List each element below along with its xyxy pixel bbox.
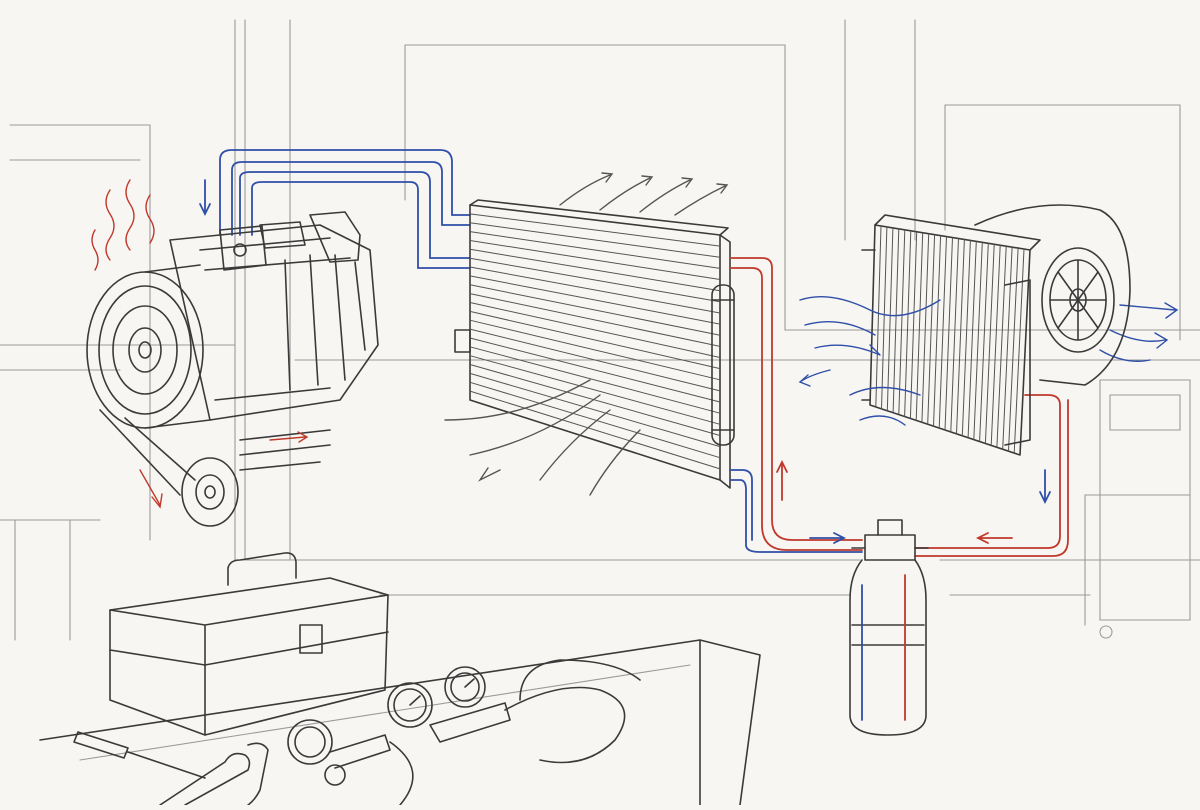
- evaporator-fin: [892, 228, 900, 413]
- evaporator-fin: [979, 243, 989, 442]
- evaporator-fin: [984, 244, 995, 444]
- wrench-icon: [159, 742, 269, 806]
- condenser-fin: [469, 213, 721, 247]
- condenser-fin: [469, 364, 721, 436]
- condenser-fin: [469, 355, 721, 425]
- evaporator-fin: [921, 233, 930, 423]
- liquid-lines: [729, 257, 1069, 557]
- condenser-fin: [469, 248, 721, 292]
- manifold-gauge-icon: [287, 659, 641, 806]
- condenser-fin: [469, 231, 721, 269]
- blower-fan-icon: [974, 204, 1131, 386]
- evaporator-fin: [933, 235, 942, 427]
- condenser-fin: [469, 390, 721, 470]
- receiver-drier-icon: [711, 284, 735, 446]
- evaporator-fin: [950, 238, 959, 432]
- evaporator-fin: [909, 231, 918, 419]
- condenser-fin: [469, 293, 721, 347]
- evaporator-fin: [1013, 248, 1025, 454]
- toolbox-icon: [109, 552, 389, 736]
- condenser-fin: [469, 381, 721, 459]
- evaporator-fin: [961, 240, 971, 436]
- workbench: [39, 639, 761, 806]
- evaporator-fin: [875, 225, 882, 407]
- evaporator-fin: [967, 241, 977, 438]
- condenser-fin: [469, 302, 721, 358]
- condenser-fin: [469, 284, 721, 336]
- evaporator-fin: [898, 229, 906, 415]
- evaporator-fin: [1002, 247, 1013, 450]
- accumulator-icon: [849, 519, 929, 736]
- condenser-fin: [469, 310, 721, 370]
- evaporator-fin: [944, 237, 953, 431]
- condenser-airflow: [444, 172, 729, 496]
- evaporator-icon: [861, 214, 1041, 456]
- evaporator-fin: [973, 242, 983, 440]
- evaporator-fin: [881, 226, 888, 409]
- evaporator-fin: [915, 232, 924, 421]
- evaporator-airflow: [798, 295, 1179, 426]
- condenser-fin: [469, 257, 721, 303]
- evaporator-fin: [996, 246, 1007, 448]
- evaporator-fin: [1008, 248, 1019, 452]
- evaporator-fin: [927, 234, 936, 425]
- condenser-icon: [454, 199, 731, 489]
- evaporator-fin: [938, 236, 947, 429]
- evaporator-fin: [956, 239, 965, 434]
- condenser-fin: [469, 275, 721, 325]
- screwdriver-icon: [73, 731, 206, 779]
- compressor-icon: [86, 211, 379, 527]
- workshop-background: [0, 19, 1200, 641]
- condenser-fin: [469, 346, 721, 414]
- discharge-suction-lines: [199, 149, 471, 269]
- condenser-fin: [469, 266, 721, 314]
- condenser-fin: [469, 240, 721, 280]
- condenser-fin: [469, 328, 721, 392]
- evaporator-fin: [904, 230, 912, 417]
- condenser-fin: [469, 372, 721, 448]
- condenser-fin: [469, 337, 721, 403]
- condenser-fin: [469, 222, 721, 258]
- heat-waves: [91, 179, 155, 271]
- condenser-fin: [469, 319, 721, 381]
- evaporator-fin: [886, 227, 894, 411]
- evaporator-fin: [990, 245, 1001, 446]
